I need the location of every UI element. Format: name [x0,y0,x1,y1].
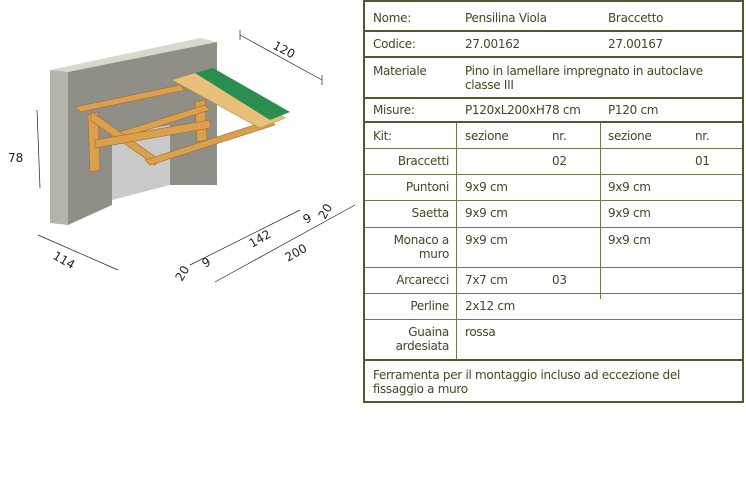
kit-row-label: Monaco a muro [393,233,450,261]
kit-row-sezione-1: rossa [465,325,496,339]
dim-total: 200 [283,241,310,265]
kit-label: Kit: [373,129,392,143]
dim-right-post: 9 [301,211,315,227]
kit-row-label: Braccetti [397,154,449,168]
nome-value: Pensilina Viola [465,11,547,25]
kit-row-nr-1: 03 [552,273,567,287]
kit-row-label: Perline [410,299,449,313]
codice-value: 27.00162 [465,37,520,51]
canopy-illustration: 120 78 114 20 9 142 9 20 200 [8,30,356,284]
codice-label: Codice: [373,37,416,51]
col-nr-2: nr. [695,129,710,143]
kit-row-nr-1: 02 [552,154,567,168]
kit-row-sezione-1: 9x9 cm [465,233,508,247]
wooden-frame [74,84,276,173]
dim-depth: 120 [271,38,298,61]
dimension-lines [36,30,356,283]
kit-row-sezione-1: 9x9 cm [465,180,508,194]
col-nr-1: nr. [552,129,567,143]
roof-shingles [195,68,290,120]
kit-row-sezione-2: 9x9 cm [608,180,651,194]
col-sezione-1: sezione [465,129,509,143]
dim-right-offset: 20 [315,201,335,221]
dim-span: 142 [247,227,274,251]
col-sezione-2: sezione [608,129,652,143]
kit-row-sezione-1: 9x9 cm [465,206,508,220]
kit-row-sezione-2: 9x9 cm [608,206,651,220]
kit-row-label: Puntoni [405,180,449,194]
kit-row-sezione-1: 7x7 cm [465,273,508,287]
kit-row-label: Saetta [411,206,450,220]
nome-value-braccetto: Braccetto [608,11,664,25]
misure-value: P120xL200xH78 cm [465,103,581,117]
product-spec-table: Nome: Pensilina Viola Braccetto Codice: … [363,0,744,403]
materiale-label: Materiale [373,64,427,78]
codice-value-braccetto: 27.00167 [608,37,663,51]
kit-row-nr-2: 01 [695,154,710,168]
dim-height: 78 [8,151,23,165]
materiale-value: Pino in lamellare impregnato in autoclav… [465,64,703,92]
dim-left-post: 9 [200,255,214,271]
footer-note: Ferramenta per il montaggio incluso ad e… [373,368,680,396]
dim-left-offset: 20 [172,263,192,283]
kit-row-label: Arcarecci [396,273,449,287]
misure-label: Misure: [373,103,415,117]
misure-value-braccetto: P120 cm [608,103,659,117]
kit-row-label: Guaina ardesiata [395,325,450,353]
nome-label: Nome: [373,11,411,25]
kit-row-sezione-1: 2x12 cm [465,299,516,313]
dim-wall: 114 [51,248,78,272]
kit-row-sezione-2: 9x9 cm [608,233,651,247]
roof-boards [171,71,286,129]
